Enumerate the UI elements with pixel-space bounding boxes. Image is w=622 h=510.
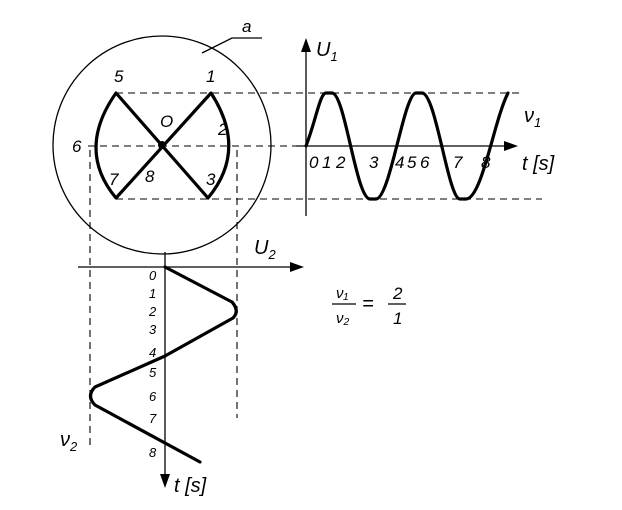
label-a: a	[242, 17, 251, 36]
point-3-label: 3	[206, 170, 216, 189]
point-6-label: 6	[72, 137, 82, 156]
t-axis-side-label: t [s]	[174, 475, 207, 497]
ratio-num-left: ν₁	[336, 285, 349, 302]
side-tick-1: 1	[149, 286, 156, 301]
side-tick-5: 5	[149, 365, 157, 380]
top-tick-6: 6	[420, 153, 430, 172]
point-8-label: 8	[145, 167, 155, 186]
side-tick-7: 7	[149, 411, 157, 426]
wave-v2	[88, 265, 238, 464]
side-tick-6: 6	[149, 389, 157, 404]
top-tick-0: 0	[309, 153, 319, 172]
top-tick-1: 1	[322, 153, 331, 172]
point-1-label: 1	[206, 67, 215, 86]
u2-axis-arrow	[290, 262, 304, 272]
t-axis-top-label: t [s]	[522, 153, 555, 175]
t-axis-top-arrow	[504, 141, 518, 151]
top-tick-2: 2	[335, 153, 346, 172]
t-axis-side-arrow	[160, 474, 170, 488]
point-2-label: 2	[217, 120, 228, 139]
top-tick-5: 5	[407, 153, 417, 172]
top-tick-7: 7	[453, 153, 463, 172]
ratio-den-right: 1	[393, 309, 402, 328]
u1-label: U1	[316, 39, 338, 64]
outer-circle	[52, 35, 272, 255]
label-a-leader	[201, 37, 262, 54]
top-tick-labels: 0 1 2 3 4 5 6 7 8	[309, 153, 491, 172]
nu2-label: ν2	[60, 429, 78, 454]
top-tick-3: 3	[369, 153, 379, 172]
ratio-formula: ν₁ ν₂ = 2 1	[332, 284, 406, 328]
center-label: O	[160, 112, 173, 131]
side-tick-8: 8	[149, 445, 157, 460]
center-point	[158, 141, 166, 149]
side-tick-0: 0	[149, 268, 157, 283]
top-tick-8: 8	[481, 153, 491, 172]
ratio-num-right: 2	[392, 284, 403, 303]
u1-axis-arrow	[301, 38, 311, 52]
ratio-den-left: ν₂	[336, 310, 350, 327]
side-tick-3: 3	[149, 322, 157, 337]
point-5-label: 5	[114, 67, 124, 86]
ratio-equals: =	[362, 293, 374, 315]
lissajous-figure	[94, 91, 231, 200]
side-tick-labels: 0 1 2 3 4 5 6 7 8	[148, 268, 157, 460]
top-tick-4: 4	[395, 153, 404, 172]
u2-label: U2	[254, 237, 276, 262]
point-7-label: 7	[109, 170, 119, 189]
nu1-label: ν1	[524, 105, 541, 130]
side-tick-4: 4	[149, 345, 156, 360]
wave-v1	[304, 91, 510, 201]
side-tick-2: 2	[148, 304, 157, 319]
